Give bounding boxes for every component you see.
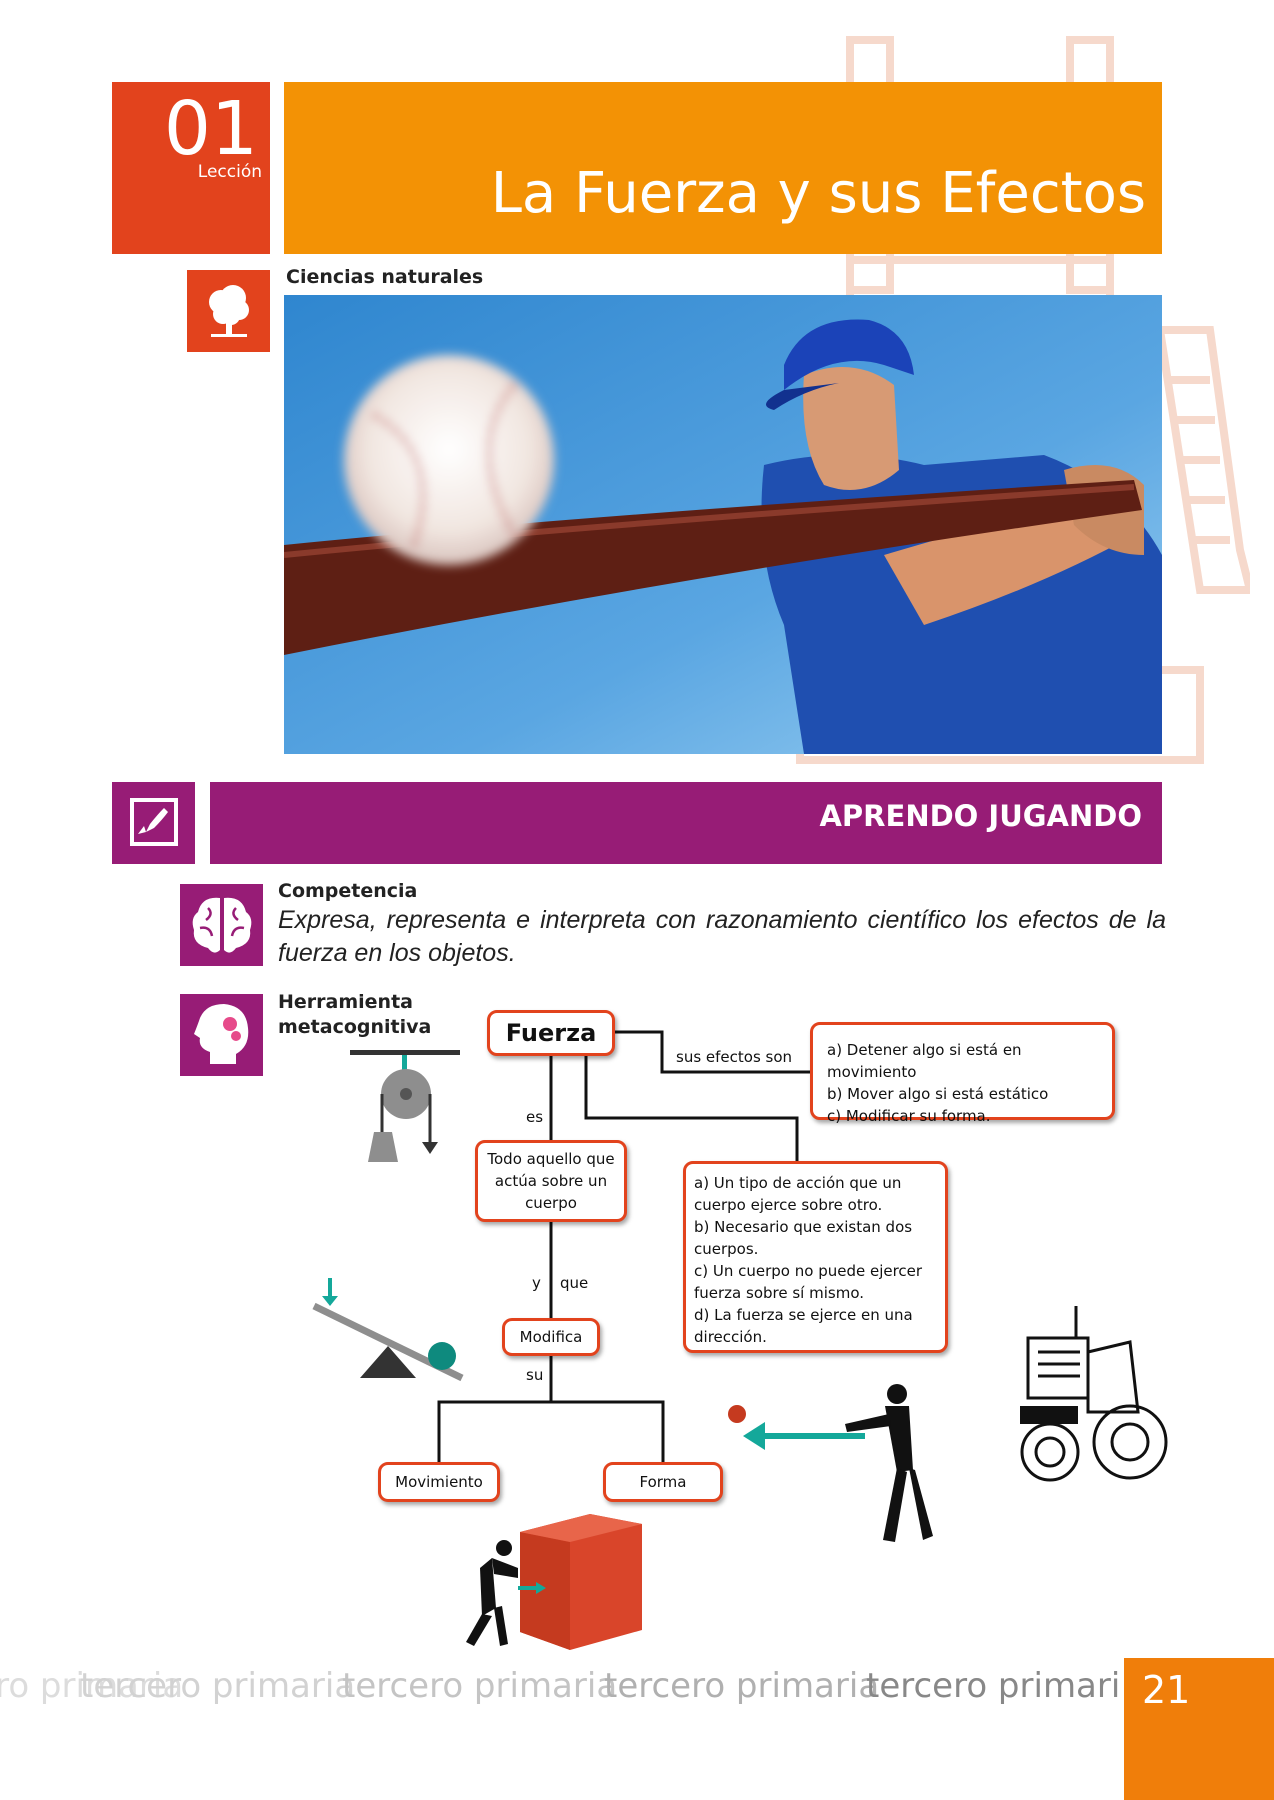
- effect-item: c) Modificar su forma.: [827, 1107, 991, 1125]
- pulley-icon: [350, 1050, 460, 1162]
- page-number: 21: [1142, 1668, 1191, 1712]
- link-que: que: [560, 1274, 589, 1292]
- modifica-box: Modifica: [502, 1318, 600, 1356]
- link-y: y: [532, 1274, 541, 1292]
- rocket-icon: [112, 782, 195, 864]
- lesson-number-box: 01 Lección: [112, 82, 270, 254]
- page-number-box: 21: [1124, 1658, 1274, 1800]
- lesson-number: 01: [163, 86, 258, 172]
- tractor-icon: [1020, 1306, 1168, 1482]
- movimiento-box: Movimiento: [378, 1462, 500, 1502]
- tree-icon: [187, 270, 270, 352]
- herramienta-heading: Herramienta metacognitiva: [278, 991, 432, 1038]
- head-gears-icon: [180, 994, 263, 1076]
- link-su: su: [526, 1366, 544, 1384]
- title-bar: La Fuerza y sus Efectos: [284, 82, 1162, 254]
- effect-item: b) Mover algo si está estático: [827, 1085, 1049, 1103]
- section-title: APRENDO JUGANDO: [819, 799, 1142, 833]
- characteristic-item: b) Necesario que existan dos cuerpos.: [694, 1218, 913, 1258]
- characteristic-item: a) Un tipo de acción que un cuerpo ejerc…: [694, 1174, 902, 1214]
- definition-box: Todo aquello que actúa sobre un cuerpo: [475, 1140, 627, 1222]
- footer-word: tercero primaria: [342, 1666, 618, 1706]
- person-throwing-icon: [728, 1384, 933, 1542]
- brain-icon: [180, 884, 263, 966]
- footer-band: tercero primaria tercero primaria tercer…: [0, 1664, 1120, 1714]
- characteristic-item: d) La fuerza se ejerce en una dirección.: [694, 1306, 913, 1346]
- characteristics-box: a) Un tipo de acción que un cuerpo ejerc…: [683, 1161, 948, 1353]
- characteristic-item: c) Un cuerpo no puede ejercer fuerza sob…: [694, 1262, 923, 1302]
- lesson-label: Lección: [197, 162, 262, 182]
- seesaw-icon: [312, 1278, 464, 1382]
- subject-label: Ciencias naturales: [286, 266, 484, 288]
- page-title: La Fuerza y sus Efectos: [490, 161, 1146, 226]
- link-es: es: [526, 1108, 544, 1126]
- footer-word: tercero primaria: [0, 1666, 184, 1706]
- forma-box: Forma: [603, 1462, 723, 1502]
- section-bar: APRENDO JUGANDO: [210, 782, 1162, 864]
- person-pushing-box-icon: [466, 1514, 642, 1650]
- competencia-text: Expresa, representa e interpreta con raz…: [278, 906, 1166, 967]
- concept-root-fuerza: Fuerza: [487, 1010, 615, 1056]
- effect-item: a) Detener algo si está en movimiento: [827, 1041, 1022, 1081]
- link-sus-efectos: sus efectos son: [676, 1048, 793, 1066]
- effects-box: a) Detener algo si está en movimiento b)…: [810, 1022, 1115, 1125]
- competencia-heading: Competencia: [278, 880, 418, 902]
- footer-word: tercero primaria: [604, 1666, 880, 1706]
- footer-word: tercero primaria: [866, 1666, 1120, 1706]
- baseball-player-photo: [284, 295, 1162, 754]
- footer-word: tercero primaria: [80, 1666, 356, 1706]
